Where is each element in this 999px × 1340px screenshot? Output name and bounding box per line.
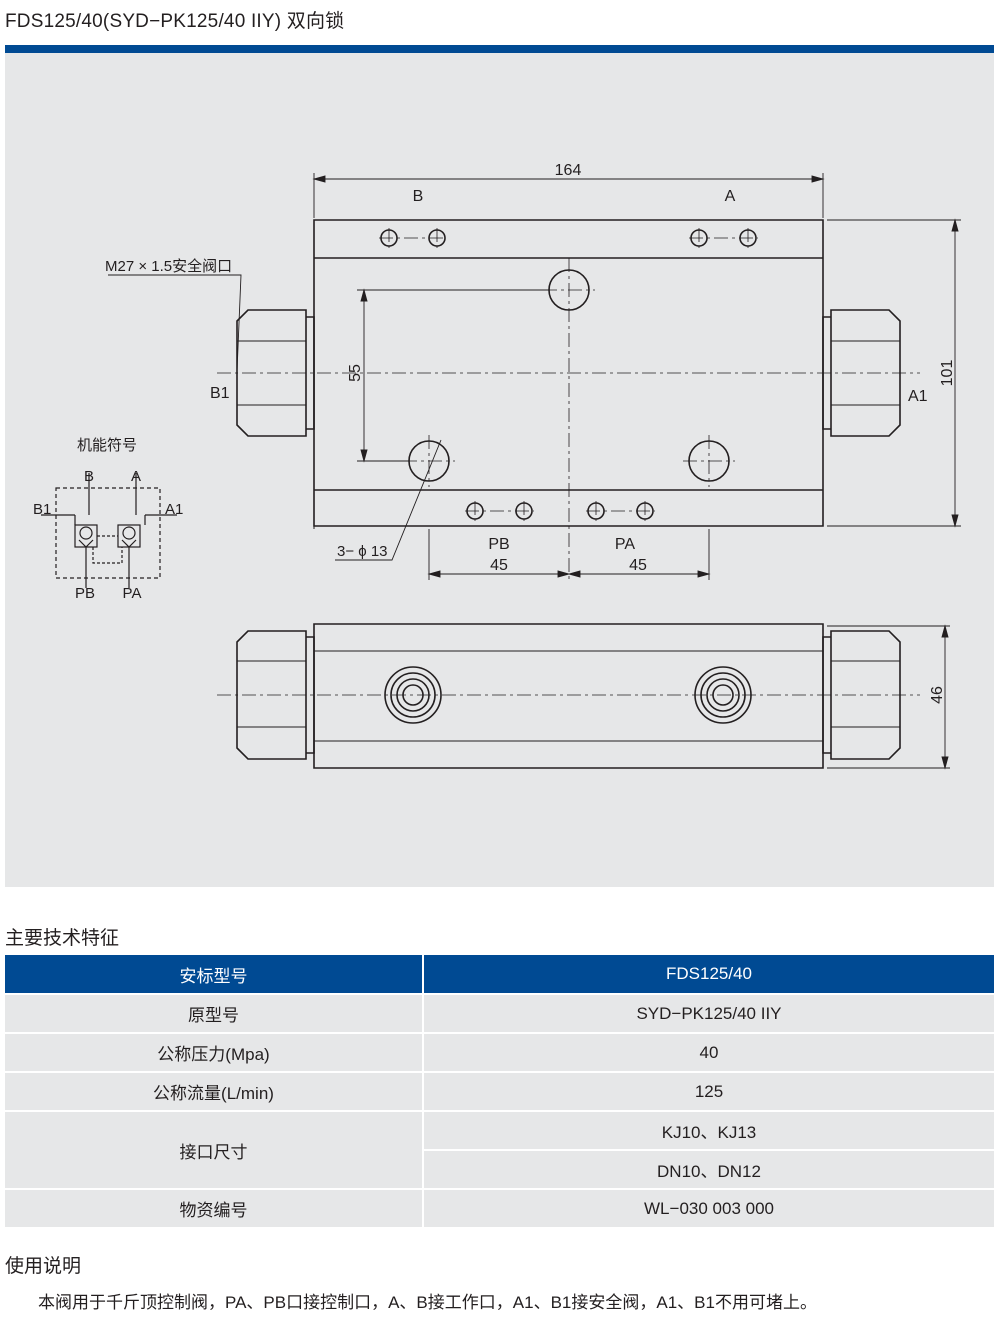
specs-header-row: 安标型号 FDS125/40	[5, 955, 994, 994]
spec-value: DN10、DN12	[423, 1149, 994, 1189]
dim-center-spacing-label: 55	[347, 364, 364, 382]
dim-thickness-label: 46	[929, 686, 946, 704]
left-nut-top	[236, 309, 315, 437]
page-title: FDS125/40(SYD−PK125/40 IIY) 双向锁	[5, 11, 345, 32]
usage-text: 本阀用于千斤顶控制阀，PA、PB口接控制口，A、B接工作口，A1、B1接安全阀，…	[38, 1293, 817, 1312]
holes-leader	[335, 439, 442, 561]
symbol-pb-label: PB	[75, 585, 95, 602]
title-rule	[5, 45, 994, 53]
relief-valve-leader	[108, 274, 242, 372]
spec-value: SYD−PK125/40 IIY	[423, 993, 994, 1033]
symbol-a1-label: A1	[165, 501, 183, 518]
spec-label: 接口尺寸	[5, 1110, 424, 1189]
port-a1-label: A1	[908, 388, 928, 405]
port-b1-label: B1	[210, 385, 230, 402]
spec-label: 物资编号	[5, 1188, 424, 1227]
dim-port-spacing-left-label: 45	[490, 557, 508, 574]
drawing-panel: 164 B A M27 × 1.5安全阀口 B1 A1 101 55 3− ϕ …	[5, 53, 994, 887]
usage-heading: 使用说明	[5, 1256, 82, 1277]
table-row: 物资编号 WL−030 003 000	[5, 1188, 994, 1227]
table-row: 公称压力(Mpa) 40	[5, 1032, 994, 1072]
symbol-b1-label: B1	[33, 501, 51, 518]
symbol-a-label: A	[131, 468, 141, 485]
port-a-label: A	[725, 188, 736, 205]
port-pa-label: PA	[615, 536, 635, 553]
dim-port-spacing-right-label: 45	[629, 557, 647, 574]
port-pb-label: PB	[488, 536, 509, 553]
spec-label: 公称流量(L/min)	[5, 1071, 424, 1111]
dim-length-label: 164	[555, 162, 582, 179]
table-row: 公称流量(L/min) 125	[5, 1071, 994, 1111]
specs-heading: 主要技术特征	[5, 928, 120, 949]
technical-drawing: 164 B A M27 × 1.5安全阀口 B1 A1 101 55 3− ϕ …	[33, 162, 961, 770]
spec-value: KJ10、KJ13	[423, 1110, 994, 1150]
spec-value: 125	[423, 1071, 994, 1111]
specs-header-label: 安标型号	[5, 955, 424, 994]
function-symbol-title: 机能符号	[77, 437, 137, 454]
spec-value: WL−030 003 000	[423, 1188, 994, 1227]
specs-table: 安标型号 FDS125/40 原型号 SYD−PK125/40 IIY 公称压力…	[5, 955, 994, 1227]
spec-label: 公称压力(Mpa)	[5, 1032, 424, 1072]
symbol-pa-label: PA	[123, 585, 142, 602]
port-b-label: B	[413, 188, 424, 205]
holes-callout: 3− ϕ 13	[337, 543, 388, 560]
spec-value: 40	[423, 1032, 994, 1072]
symbol-b-label: B	[84, 468, 94, 485]
table-row: 原型号 SYD−PK125/40 IIY	[5, 993, 994, 1033]
left-nut-side	[236, 630, 315, 760]
relief-valve-callout: M27 × 1.5安全阀口	[105, 257, 232, 275]
spec-label: 原型号	[5, 993, 424, 1033]
specs-header-value: FDS125/40	[423, 955, 994, 994]
function-symbol	[41, 473, 177, 588]
right-nut-side	[822, 630, 901, 760]
table-row: 接口尺寸 KJ10、KJ13	[5, 1110, 994, 1189]
table-row: DN10、DN12	[5, 1149, 994, 1189]
dim-height-label: 101	[939, 360, 956, 387]
